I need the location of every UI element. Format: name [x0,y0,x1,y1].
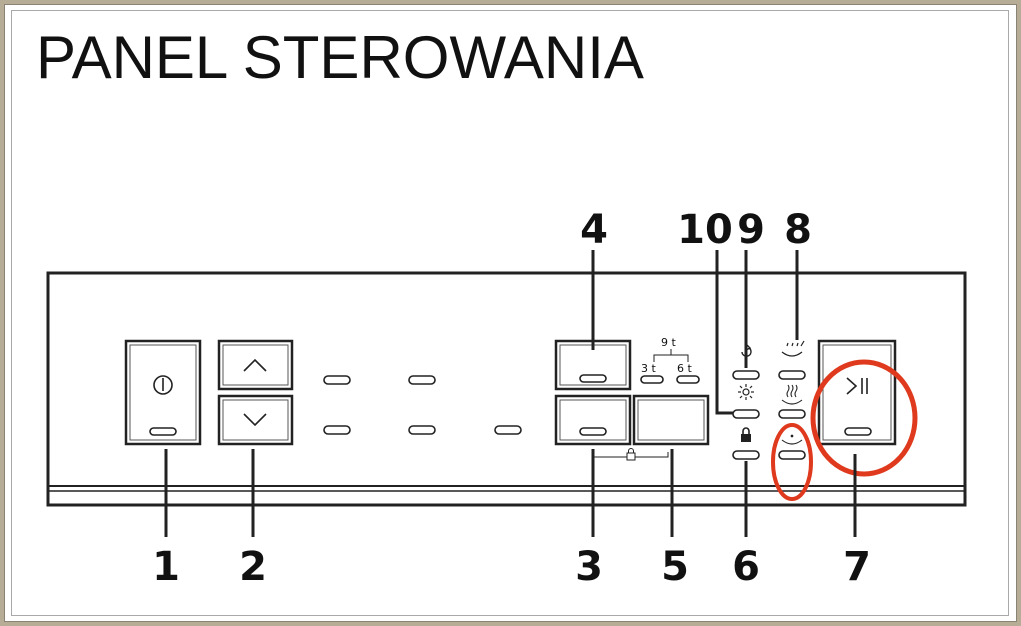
steam-icon [781,340,805,357]
dry-icon [738,384,754,400]
load-label-full: 9 t [661,336,676,349]
start-pause-button[interactable] [817,339,897,446]
program-leds [323,375,522,435]
load-label-sixth: 6 t [677,362,692,375]
highlight-start-pause [810,359,918,477]
page-title: PANEL STEROWANIA [36,24,644,91]
dry-led [732,409,760,419]
load-button[interactable] [632,394,710,446]
callout-5: 5 [661,544,689,590]
option-column-left [732,344,760,460]
callout-10: 10 [677,207,733,253]
lock-icon [741,427,751,442]
callout-4: 4 [580,207,608,253]
steam-icon [781,384,803,405]
button-3[interactable] [554,394,632,446]
inner-frame [11,10,1009,616]
steam-led [778,370,806,380]
steam-led-2 [778,409,806,419]
highlight-spin-led [771,423,813,501]
lock-led [732,450,760,460]
option-column-right [778,340,806,460]
highlight-marks [771,359,918,501]
spin-icon [781,434,803,445]
power-button[interactable] [124,339,202,446]
rinse-led [732,370,760,380]
load-led-sixth [676,375,700,384]
callout-1: 1 [152,544,180,590]
callout-7: 7 [843,544,871,590]
callout-8: 8 [784,207,812,253]
callout-6: 6 [732,544,760,590]
play-pause-icon [846,377,868,395]
callout-lines [164,250,857,537]
power-led [149,427,177,436]
callout-3: 3 [575,544,603,590]
load-label-third: 3 t [641,362,656,375]
callout-2: 2 [239,544,267,590]
callout-9: 9 [737,207,765,253]
chevron-up-icon [243,358,267,372]
down-button[interactable] [217,394,294,446]
lock-icon [626,448,636,461]
spin-led [778,450,806,460]
load-indicators: 9 t 3 t 6 t [640,336,700,384]
power-icon [153,375,173,395]
up-button[interactable] [217,339,294,391]
chevron-down-icon [243,413,267,427]
callout-numbers: 1 2 3 5 6 7 4 10 9 8 [152,207,871,590]
load-led-third [640,375,664,384]
